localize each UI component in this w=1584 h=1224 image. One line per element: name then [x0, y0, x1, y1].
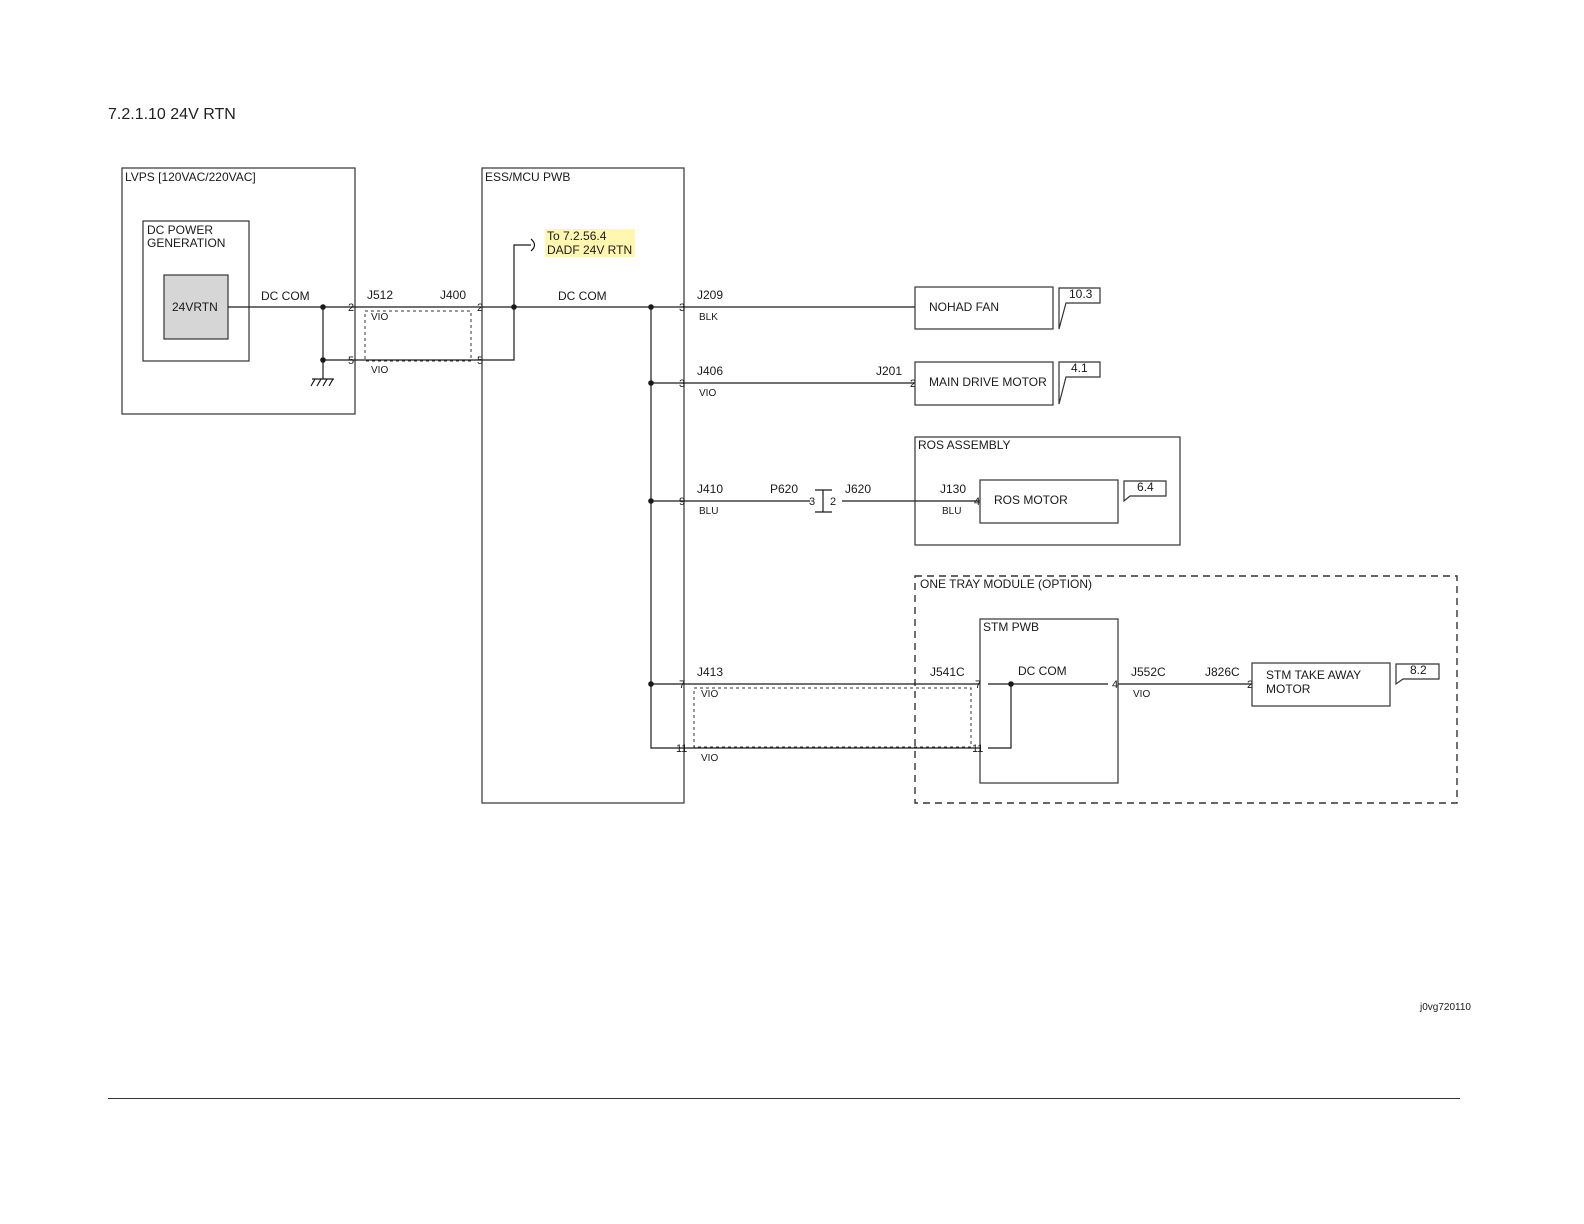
pin-j201-2: 2: [910, 378, 916, 390]
wire-color-vio: VIO: [701, 689, 718, 700]
pin-j400-2: 2: [477, 302, 483, 314]
lvps-label: LVPS [120VAC/220VAC]: [125, 170, 256, 184]
break-symbol-icon: [530, 238, 536, 252]
pin-j541c-11: 11: [972, 743, 983, 755]
one-tray-module-block: [914, 575, 1458, 804]
lvps-block: [121, 167, 356, 415]
junction-node: [511, 304, 517, 310]
connector-j552c: J552C: [1131, 665, 1166, 679]
wire-ess-pin5: [482, 307, 515, 361]
connector-j130: J130: [940, 482, 966, 496]
pin-j209-3: 3: [679, 302, 685, 314]
wire-ess-bus: [650, 307, 684, 749]
connector-j541c: J541C: [930, 665, 965, 679]
ros-motor-block: [979, 479, 1119, 524]
dc-power-block: [142, 220, 250, 362]
ref-stm-motor: 8.2: [1410, 663, 1427, 677]
wire-color-vio: VIO: [371, 312, 388, 323]
connector-j413: J413: [697, 665, 723, 679]
wire-color-blk: BLK: [699, 312, 718, 323]
wire-color-vio: VIO: [699, 388, 716, 399]
wire-color-vio: VIO: [701, 753, 718, 764]
pin-j130-4: 4: [974, 496, 980, 508]
ref-tag-ros-motor: [1123, 480, 1167, 503]
note-line-1: To 7.2.56.4: [547, 229, 607, 243]
ros-assembly-label: ROS ASSEMBLY: [918, 438, 1010, 452]
pin-j413-11: 11: [676, 743, 687, 755]
connector-j400: J400: [440, 288, 466, 302]
dc-power-label-1: DC POWER: [147, 223, 213, 237]
connector-p620: P620: [770, 482, 798, 496]
connector-j826c: J826C: [1205, 665, 1240, 679]
pin-j410-9: 9: [679, 496, 685, 508]
connector-j620: J620: [845, 482, 871, 496]
ref-ros-motor: 6.4: [1137, 480, 1154, 494]
note-highlight: [545, 229, 635, 257]
ref-tag-stm-motor: [1395, 663, 1440, 686]
ref-main-drive: 4.1: [1071, 361, 1088, 375]
rtn-source-box: [163, 274, 229, 340]
wire-to-dadf: [513, 244, 531, 307]
stm-motor-label-1: STM TAKE AWAY: [1266, 668, 1361, 682]
ros-motor-label: ROS MOTOR: [994, 493, 1068, 507]
ref-nohad-fan: 10.3: [1069, 287, 1093, 301]
pin-j620-2: 2: [830, 496, 836, 508]
junction-node: [320, 304, 326, 310]
connector-j201: J201: [876, 364, 902, 378]
wire-color-blu: BLU: [699, 506, 718, 517]
junction-node: [648, 498, 654, 504]
pin-j413-7: 7: [679, 679, 685, 691]
junction-node: [648, 380, 654, 386]
connector-j406: J406: [697, 364, 723, 378]
wire-stm-pin11: [988, 684, 1012, 749]
signal-dc-com-stm: DC COM: [1018, 664, 1067, 678]
pin-j826c-2: 2: [1247, 679, 1253, 691]
wire-lvps-pin5: [322, 307, 355, 361]
footer-divider: [108, 1098, 1460, 1099]
stm-pwb-label: STM PWB: [983, 620, 1039, 634]
connector-j512: J512: [367, 288, 393, 302]
nohad-fan-block: [914, 286, 1054, 330]
pin-p620-3: 3: [809, 496, 815, 508]
junction-node: [1008, 681, 1014, 687]
junction-node: [648, 304, 654, 310]
dc-power-label-2: GENERATION: [147, 236, 225, 250]
pin-j406-3: 3: [679, 378, 685, 390]
connector-j410: J410: [697, 482, 723, 496]
pin-j400-5: 5: [477, 355, 483, 367]
stm-take-away-motor-block: [1251, 662, 1391, 707]
nohad-fan-label: NOHAD FAN: [929, 300, 999, 314]
ess-mcu-pwb-block: [481, 167, 685, 804]
ros-assembly-block: [914, 436, 1181, 546]
wire-color-vio: VIO: [1133, 689, 1150, 700]
ground-icon: [310, 378, 334, 387]
connector-j209: J209: [697, 288, 723, 302]
pin-j552c-4: 4: [1112, 679, 1118, 691]
inline-connector-icon: [815, 489, 832, 513]
wire-color-blu: BLU: [942, 506, 961, 517]
pin-j541c-7: 7: [975, 679, 981, 691]
harness-j413-j541c: [693, 687, 972, 748]
rtn-source-label: 24VRTN: [172, 300, 218, 314]
figure-id: j0vg720110: [1419, 1002, 1471, 1013]
pin-lvps-5: 5: [348, 355, 354, 367]
junction-node: [648, 681, 654, 687]
note-line-2: DADF 24V RTN: [547, 243, 632, 257]
wire-color-vio: VIO: [371, 365, 388, 376]
one-tray-module-label: ONE TRAY MODULE (OPTION): [920, 577, 1092, 591]
stm-pwb-block: [979, 618, 1119, 784]
ref-tag-nohad-fan: [1058, 287, 1101, 330]
page-title: 7.2.1.10 24V RTN: [108, 106, 236, 123]
pin-lvps-2: 2: [348, 302, 354, 314]
main-drive-motor-block: [914, 361, 1054, 406]
stm-motor-label-2: MOTOR: [1266, 682, 1311, 696]
main-drive-motor-label: MAIN DRIVE MOTOR: [929, 375, 1047, 389]
ref-tag-main-drive: [1058, 361, 1101, 405]
ess-mcu-pwb-label: ESS/MCU PWB: [485, 170, 570, 184]
signal-dc-com-ess: DC COM: [558, 289, 607, 303]
signal-dc-com-lvps: DC COM: [261, 289, 310, 303]
